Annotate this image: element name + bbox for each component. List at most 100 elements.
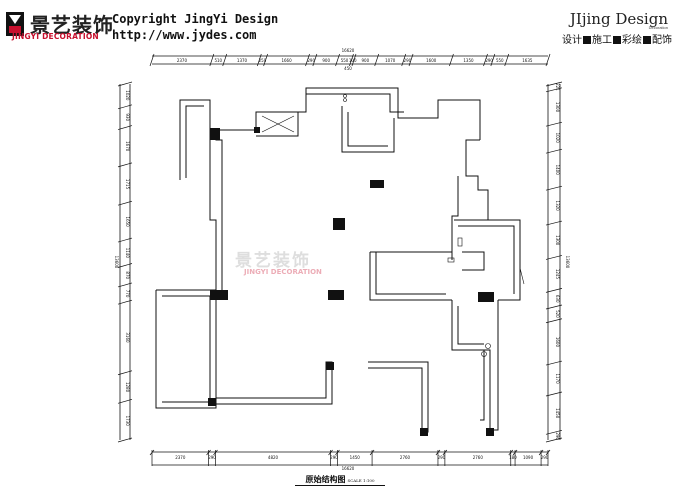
left-segment-dimension: 1730 xyxy=(125,416,130,427)
dimension-tick xyxy=(545,53,551,67)
dimension-tick xyxy=(335,53,340,67)
right-segment-dimension: 1300 xyxy=(555,102,560,113)
dimension-tick xyxy=(117,282,133,288)
dimension-tick xyxy=(117,125,133,130)
dimension-tick xyxy=(117,263,133,268)
right-brand-title: JIjing Design xyxy=(569,10,668,28)
right-segment-dimension: 1170 xyxy=(555,373,560,384)
left-segment-dimension: 930 xyxy=(125,113,130,121)
top-segment-dimension: 900 xyxy=(362,58,370,63)
bottom-segment-dimension: 2370 xyxy=(175,455,186,460)
square-bullet-icon xyxy=(613,36,621,44)
top-segment-dimension: 1370 xyxy=(237,58,248,63)
left-segment-dimension: 1140 xyxy=(125,248,130,259)
right-segment-dimension: 520 xyxy=(555,310,560,318)
square-bullet-icon xyxy=(583,36,591,44)
slogan-item: 施工 xyxy=(592,35,612,46)
left-segment-dimension: 1020 xyxy=(125,90,130,101)
right-segment-dimension: 1020 xyxy=(555,133,560,144)
slogan-item: 设计 xyxy=(562,35,582,46)
dimension-tick xyxy=(545,121,563,127)
top-segment-dimension: 1660 xyxy=(281,58,292,63)
watermark-en: JINGYI DECORATION xyxy=(244,268,322,276)
left-segment-dimension: 870 xyxy=(125,271,130,279)
bottom-segment-dimension: 290 xyxy=(330,455,338,460)
top-total-dimension: 16620 xyxy=(342,48,355,53)
dimension-tick xyxy=(222,53,228,67)
dimension-tick xyxy=(408,53,414,67)
dimension-tick xyxy=(545,391,563,397)
dimension-tick xyxy=(374,53,380,67)
right-segment-dimension: 1320 xyxy=(555,201,560,212)
right-segment-dimension: 1450 xyxy=(555,408,560,419)
top-segment-dimension: 510 xyxy=(214,58,222,63)
top-segment-dimension: 1070 xyxy=(385,58,396,63)
top-segment-dimension: 900 xyxy=(322,58,330,63)
dimension-tick xyxy=(117,370,133,376)
slogan-item: 配饰 xyxy=(652,35,672,46)
dimension-tick xyxy=(545,255,563,260)
bottom-segment-dimension: 290 xyxy=(208,455,216,460)
dimension-tick xyxy=(209,53,215,67)
dimension-tick xyxy=(545,81,563,87)
dimension-tick xyxy=(117,237,133,243)
dimension-tick xyxy=(545,304,563,310)
right-segment-dimension: 630 xyxy=(555,295,560,303)
top-segment-dimension: 1635 xyxy=(522,58,533,63)
dimension-tick xyxy=(490,53,496,67)
left-total-dimension: 13600 xyxy=(114,256,119,269)
dimension-tick xyxy=(117,81,133,87)
dimension-tick xyxy=(504,53,510,67)
dimension-tick xyxy=(545,185,563,191)
top-segment-dimension: 1350 xyxy=(463,58,474,63)
dimension-tick xyxy=(545,437,563,443)
dimension-tick xyxy=(349,53,354,67)
top-segment-dimension: 550 xyxy=(496,58,504,63)
caption-underline xyxy=(295,485,385,486)
top-segment-dimension: 550 xyxy=(341,58,349,63)
slogan-item: 彩绘 xyxy=(622,35,642,46)
right-segment-dimension: 1245 xyxy=(555,269,560,280)
right-segment-dimension: 1400 xyxy=(555,165,560,176)
square-bullet-icon xyxy=(643,36,651,44)
copyright-text: Copyright JingYi Design xyxy=(112,12,279,26)
dimension-tick xyxy=(449,53,454,67)
dimension-tick xyxy=(545,429,563,435)
top-segment-dimension: 290 xyxy=(485,58,493,63)
dimension-lines xyxy=(119,55,561,466)
dimension-tick xyxy=(401,53,407,67)
bottom-segment-dimension: 1450 xyxy=(350,455,361,460)
dimension-tick xyxy=(117,299,133,305)
dimension-tick xyxy=(312,53,318,67)
top-segment-dimension: 2370 xyxy=(177,58,188,63)
right-total-dimension: 13600 xyxy=(565,256,570,269)
dimension-tick xyxy=(545,318,563,324)
right-segment-dimension: 290 xyxy=(555,432,560,440)
top-segment-dimension: 250 xyxy=(259,58,267,63)
left-segment-dimension: 770 xyxy=(125,290,130,298)
columns xyxy=(208,127,494,436)
caption-title: 原始结构图 xyxy=(305,474,346,484)
right-brand-sub: Decoration xyxy=(648,25,668,30)
slogan: 设计施工彩绘配饰 xyxy=(562,31,672,46)
dimension-tick xyxy=(117,162,133,168)
bottom-segment-dimension: 180 xyxy=(509,455,517,460)
left-segment-dimension: 1650 xyxy=(125,217,130,228)
top-segment-dimension: 290 xyxy=(307,58,315,63)
left-segment-dimension: 1715 xyxy=(125,179,130,190)
top-mid-dimension: 450 xyxy=(344,66,352,71)
brand-name-en: JINGYI DECORATION xyxy=(12,32,99,41)
dimension-tick xyxy=(545,87,563,93)
left-segment-dimension: 3160 xyxy=(125,332,130,343)
dimension-tick xyxy=(545,220,563,226)
bottom-segment-dimension: 290 xyxy=(438,455,446,460)
dimension-tick xyxy=(117,200,133,206)
website-link[interactable]: http://www.jydes.com xyxy=(112,28,257,42)
top-segment-dimension: 100 xyxy=(349,58,357,63)
header: 景艺装饰 JINGYI DECORATION Copyright JingYi … xyxy=(0,0,680,46)
dimension-tick xyxy=(149,53,155,67)
bottom-segment-dimension: 2760 xyxy=(400,455,411,460)
dimension-tick xyxy=(117,104,133,110)
dimension-tick xyxy=(117,437,133,443)
